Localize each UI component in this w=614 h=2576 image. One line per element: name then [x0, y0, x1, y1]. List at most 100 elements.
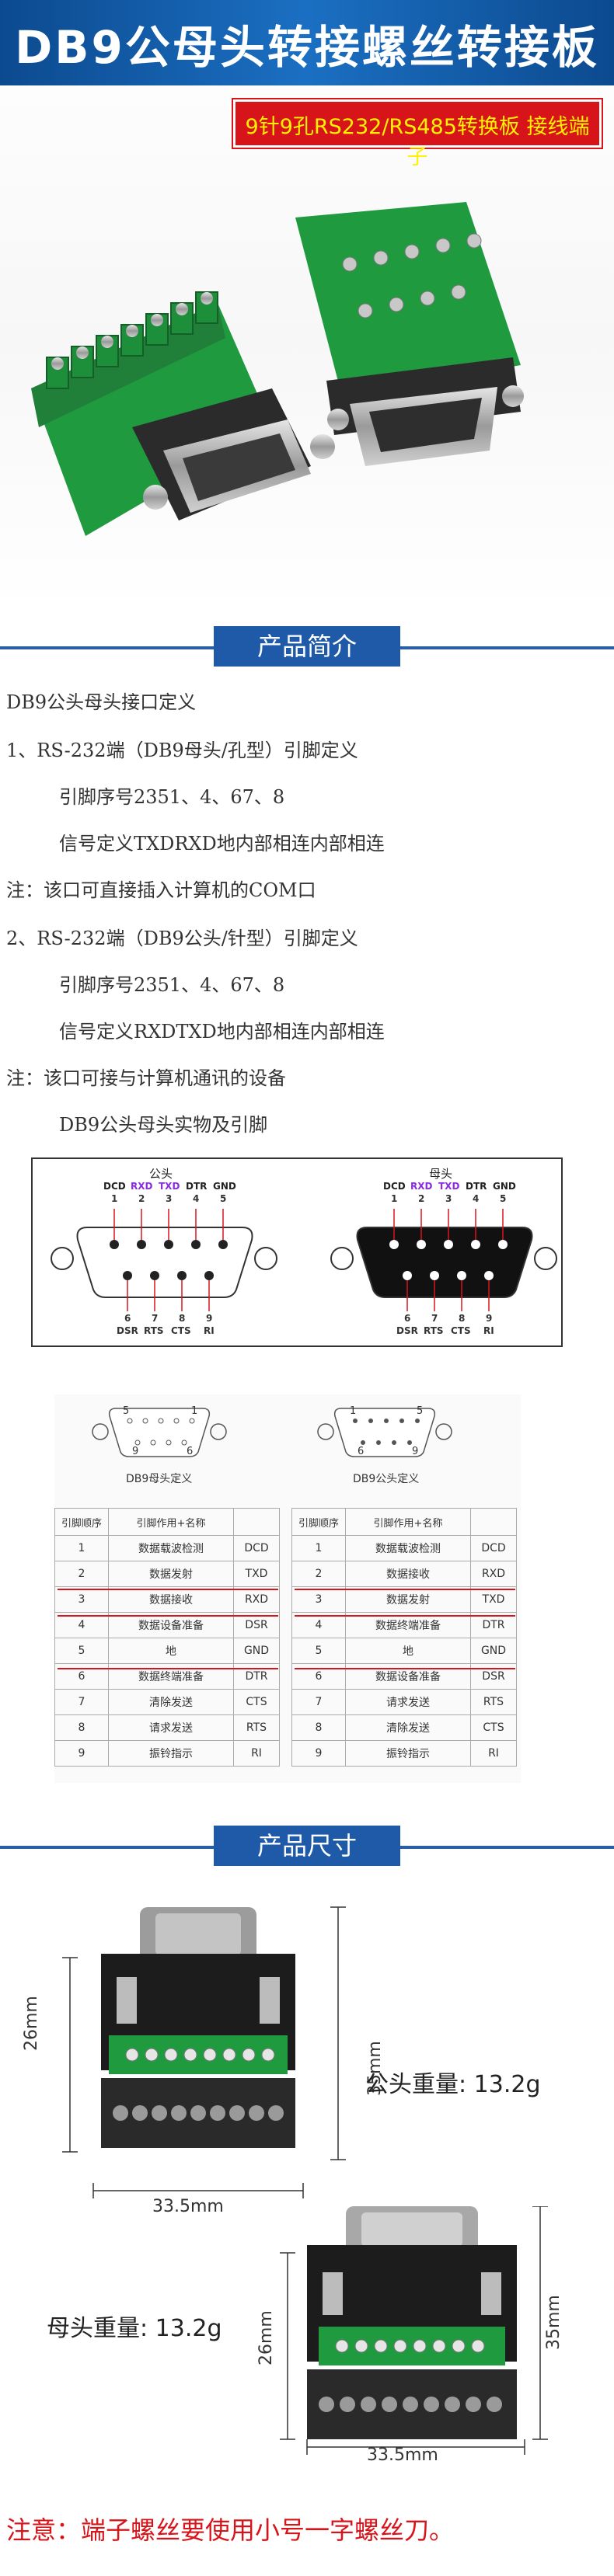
male-pin-number: 4	[193, 1193, 200, 1204]
female-dimension-lines	[280, 2206, 548, 2455]
pin-diagram: 公头 母头	[31, 1157, 563, 1347]
pin-tables: 5 1 9 6 DB9母头定义 1 5 6 9 DB9公头定义 引脚顺序引脚作用…	[54, 1394, 521, 1783]
female-pin-number: 6	[404, 1313, 411, 1324]
male-signal-gnd: GND	[213, 1181, 236, 1192]
female-adapter-photo	[295, 202, 524, 466]
female-shell-drawing	[92, 1408, 227, 1457]
highlight-line	[295, 1668, 515, 1669]
female-signal-cts: CTS	[451, 1325, 471, 1336]
female-module-drawing	[307, 2206, 517, 2439]
male-signal-dsr: DSR	[117, 1325, 138, 1336]
highlight-line	[58, 1668, 278, 1669]
male-pin-number: 8	[179, 1313, 186, 1324]
intro-line: 引脚序号2351、4、67、8	[59, 786, 285, 808]
male-shell-number: 5	[417, 1405, 424, 1417]
table-header: 引脚顺序	[291, 1508, 346, 1536]
screwdriver-note: 注意：端子螺丝要使用小号一字螺丝刀。	[6, 2515, 455, 2545]
female-shell-number: 5	[123, 1405, 130, 1417]
female-pin-number: 8	[459, 1313, 466, 1324]
male-pin-number: 3	[166, 1193, 173, 1204]
male-connector-drawing	[51, 1209, 277, 1311]
connector-drawings	[51, 1209, 557, 1311]
highlight-line	[58, 1615, 278, 1617]
table-header: 引脚顺序	[54, 1508, 109, 1536]
intro-line: 信号定义RXDTXD地内部相连内部相连	[59, 1021, 385, 1043]
female-signal-dtr: DTR	[466, 1181, 487, 1192]
male-pin-number: 6	[124, 1313, 131, 1324]
highlight-line	[295, 1589, 515, 1590]
table-header	[233, 1508, 280, 1536]
female-pin-number: 1	[391, 1193, 398, 1204]
intro-line: 1、RS-232端（DB9母头/孔型）引脚定义	[6, 740, 358, 761]
male-shell-number: 1	[350, 1405, 357, 1417]
highlight-line	[295, 1615, 515, 1617]
female-signal-ri: RI	[483, 1325, 494, 1336]
section-title-intro: 产品简介	[214, 626, 400, 667]
section-title-size: 产品尺寸	[214, 1826, 400, 1866]
female-label: 母头	[429, 1167, 453, 1181]
subtitle-badge: 9针9孔RS232/RS485转换板 接线端子	[233, 99, 602, 169]
male-signal-cts: CTS	[171, 1325, 191, 1336]
male-shell-number: 9	[412, 1446, 419, 1457]
male-pin-number: 7	[152, 1313, 159, 1324]
female-signal-gnd: GND	[493, 1181, 516, 1192]
intro-line: 注：该口可接与计算机通讯的设备	[6, 1067, 286, 1089]
male-signal-dtr: DTR	[186, 1181, 208, 1192]
female-pin-number: 7	[431, 1313, 438, 1324]
male-width-label: 33.5mm	[152, 2197, 224, 2216]
intro-line: 注：该口可直接插入计算机的COM口	[6, 879, 316, 901]
table-header	[470, 1508, 517, 1536]
female-shell-number: 6	[187, 1446, 194, 1457]
male-pin-number: 2	[138, 1193, 145, 1204]
female-signal-dcd: DCD	[383, 1181, 406, 1192]
female-signal-txd: TXD	[438, 1181, 460, 1192]
male-module-drawing	[101, 1907, 295, 2148]
female-shell-number: 9	[132, 1446, 139, 1457]
female-width-label: 33.5mm	[367, 2445, 438, 2465]
female-table-title: DB9母头定义	[126, 1473, 193, 1485]
male-label: 公头	[149, 1167, 173, 1181]
female-connector-drawing	[330, 1209, 557, 1311]
table-header: 引脚作用+名称	[345, 1508, 471, 1536]
female-pin-number: 9	[486, 1313, 493, 1324]
male-shell-drawing	[317, 1408, 452, 1457]
female-pin-number: 3	[445, 1193, 452, 1204]
highlight-line	[58, 1589, 278, 1590]
title-bar: DB9公母头转接螺丝转接板	[0, 0, 614, 85]
page-subtitle: 9针9孔RS232/RS485转换板 接线端子	[245, 115, 590, 169]
table-header: 引脚作用+名称	[108, 1508, 234, 1536]
male-signal-dcd: DCD	[103, 1181, 126, 1192]
male-signal-txd: TXD	[159, 1181, 180, 1192]
female-pin-number: 4	[473, 1193, 480, 1204]
female-pin-number: 5	[500, 1193, 507, 1204]
male-weight: 公头重量: 13.2g	[365, 2071, 541, 2098]
female-shell-number: 1	[191, 1405, 198, 1417]
male-table-title: DB9公头定义	[353, 1473, 420, 1485]
product-photo	[31, 202, 524, 536]
page-title: DB9公母头转接螺丝转接板	[15, 21, 599, 74]
male-signal-rts: RTS	[144, 1325, 164, 1336]
intro-line: DB9公头母头实物及引脚	[59, 1114, 268, 1136]
female-depth-label: 35mm	[544, 2295, 563, 2350]
female-height-label: 26mm	[256, 2310, 276, 2365]
female-signal-rxd: RXD	[410, 1181, 433, 1192]
female-weight: 母头重量: 13.2g	[47, 2315, 222, 2342]
intro-line: 引脚序号2351、4、67、8	[59, 974, 285, 996]
male-pin-number: 1	[111, 1193, 118, 1204]
male-pin-number: 9	[206, 1313, 213, 1324]
male-height-label: 26mm	[22, 1996, 41, 2051]
hero-banner: DB9公母头转接螺丝转接板 9针9孔RS232/RS485转换板 接线端子	[0, 0, 614, 614]
